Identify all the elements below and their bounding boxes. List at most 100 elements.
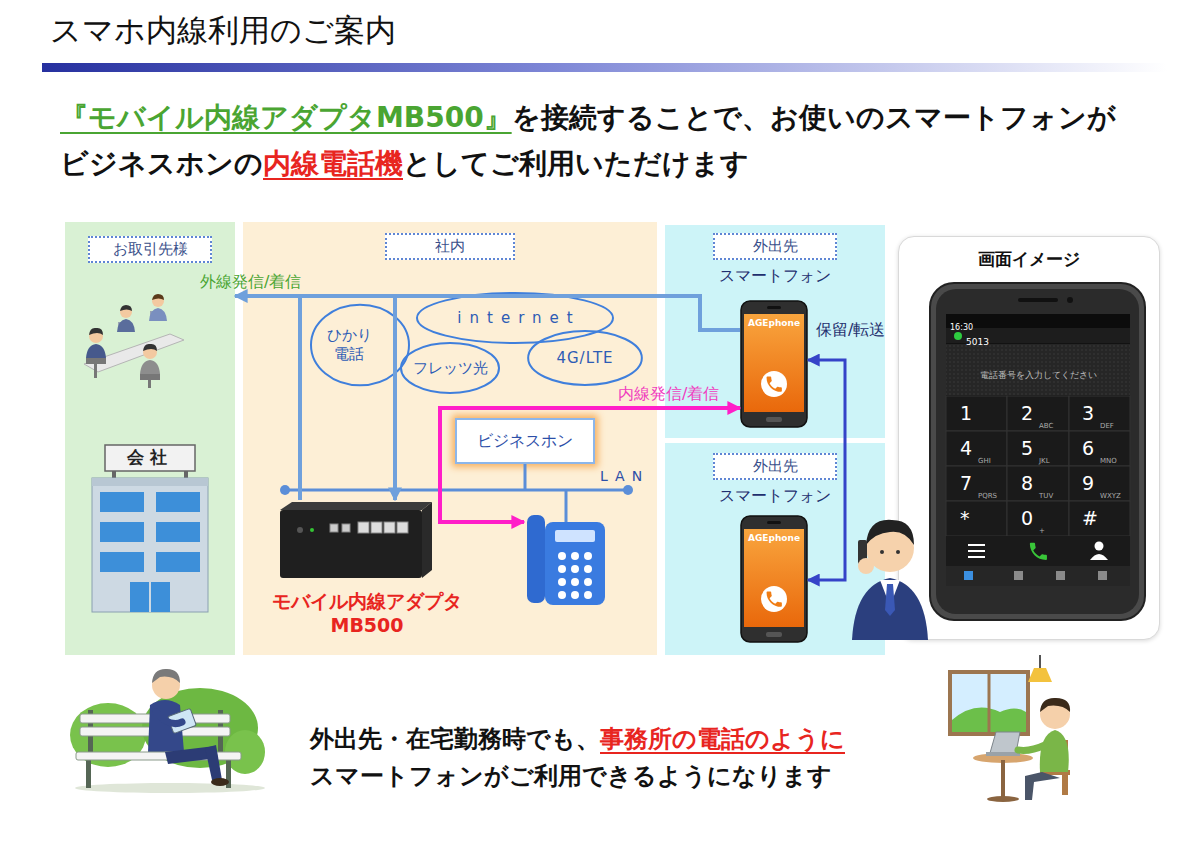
keypad-digit-wrap: 4	[960, 437, 972, 460]
big-smartphone	[1095, 542, 1104, 551]
office-workers	[140, 360, 160, 374]
lan-wiring	[524, 464, 527, 490]
adapter-device	[342, 524, 350, 532]
cloud-outline	[417, 293, 613, 343]
keypad-digit: 5	[1021, 437, 1033, 460]
edge-label: 内線発信/着信	[618, 384, 719, 403]
title-wrap: スマホ内線利用のご案内	[50, 12, 396, 49]
keypad-digit-wrap: 8	[1021, 472, 1033, 495]
man-with-phone	[852, 520, 928, 640]
region-label: 外出先	[713, 453, 837, 480]
keypad-digit-wrap: *	[960, 507, 970, 530]
network-cloud: フレッツ光	[400, 342, 500, 394]
desk-phone	[584, 552, 592, 560]
phone-outline	[767, 592, 782, 607]
big-smartphone	[946, 344, 1130, 395]
big-smartphone	[1069, 466, 1130, 501]
home-worker	[1001, 760, 1005, 798]
big-smartphone	[1007, 501, 1069, 536]
office-workers	[148, 380, 151, 388]
app-name: AGEphone	[748, 533, 800, 544]
app-name: AGEphone	[748, 318, 800, 329]
edge-layer	[235, 296, 845, 580]
keypad-digit-wrap: 1	[960, 402, 972, 425]
adapter-device	[330, 524, 338, 532]
company-building	[149, 582, 151, 612]
keypad-digit-wrap: #	[1082, 507, 1098, 530]
keypad-digit-wrap: 0	[1021, 507, 1033, 530]
keypad-digit: 6	[1082, 437, 1094, 460]
home-worker	[1039, 655, 1041, 668]
footer-emphasis: 事務所の電話のように	[600, 725, 845, 753]
big-smartphone	[946, 314, 1130, 586]
status-time-wrap: 16:30	[950, 315, 973, 334]
keypad-letters: WXYZ	[1100, 492, 1121, 500]
keypad-digit: 9	[1082, 472, 1094, 495]
home-worker	[986, 752, 1020, 756]
big-smartphone	[954, 332, 962, 340]
keypad-letters: TUV	[1039, 492, 1053, 500]
company-building	[156, 522, 200, 542]
adapter-device	[280, 510, 422, 578]
phone-outline	[744, 529, 804, 627]
keypad-digit-wrap: 2	[1021, 402, 1033, 425]
edge-label-wrap: 外線発信/着信	[200, 272, 301, 291]
input-hint: 電話番号を入力してください	[980, 370, 1097, 381]
office-workers	[152, 294, 164, 300]
network-name: フレッツ光	[413, 359, 488, 378]
phone-outline	[767, 377, 782, 392]
desk-phone	[558, 578, 566, 586]
phone-outline	[741, 301, 807, 427]
big-smartphone	[1030, 543, 1047, 560]
input-hint-wrap: 電話番号を入力してください	[946, 363, 1130, 382]
keypad-digit: 2	[1021, 402, 1033, 425]
extension-call-line	[440, 408, 740, 500]
network-cloud: internet	[415, 292, 615, 344]
home-worker	[1018, 745, 1045, 750]
company-building	[92, 478, 208, 612]
company-building	[130, 582, 170, 612]
desk-phone	[558, 565, 566, 573]
region-label: 社内	[385, 233, 515, 260]
desk-phone	[558, 552, 566, 560]
keypad-letters-wrap: MNO	[1100, 448, 1117, 467]
keypad-digit-wrap: 5	[1021, 437, 1033, 460]
headline-text: ビジネスホンの	[60, 147, 263, 180]
keypad-digit: 4	[960, 437, 972, 460]
phone-outline	[766, 632, 782, 637]
network-name: internet	[449, 309, 580, 328]
desk-phone	[584, 565, 592, 573]
cloud-outline	[401, 343, 499, 393]
office-workers	[86, 358, 106, 364]
man-with-phone	[885, 584, 895, 616]
desk-phone	[558, 591, 566, 599]
man-with-phone	[880, 550, 884, 554]
keypad-digit: *	[960, 507, 970, 530]
big-smartphone	[946, 314, 1130, 328]
external-call-line	[395, 296, 740, 500]
home-worker	[988, 672, 991, 734]
lan-wiring	[280, 485, 290, 495]
keypad-letters: MNO	[1100, 457, 1117, 465]
office-workers	[120, 306, 132, 318]
big-smartphone	[946, 431, 1007, 466]
keypad-digit: 8	[1021, 472, 1033, 495]
keypad-digit: 1	[960, 402, 972, 425]
keypad-letters-wrap: TUV	[1039, 483, 1053, 502]
park-worker	[205, 745, 222, 780]
box-label: ビジネスホン	[477, 431, 573, 451]
keypad-letters: JKL	[1039, 457, 1050, 465]
office-workers	[86, 344, 106, 358]
office-workers	[152, 295, 164, 307]
business-phone-box: ビジネスホン	[455, 418, 595, 464]
home-worker	[1040, 730, 1069, 772]
desk-phone	[584, 578, 592, 586]
office-workers	[84, 294, 184, 388]
headline-product: 『モバイル内線アダプタMB500』	[60, 101, 512, 134]
big-smartphone	[1007, 466, 1069, 501]
region-label: お取引先様	[88, 236, 212, 263]
keypad-digit: #	[1082, 507, 1098, 530]
keypad-digit-wrap: 3	[1082, 402, 1094, 425]
big-smartphone	[930, 283, 1145, 620]
